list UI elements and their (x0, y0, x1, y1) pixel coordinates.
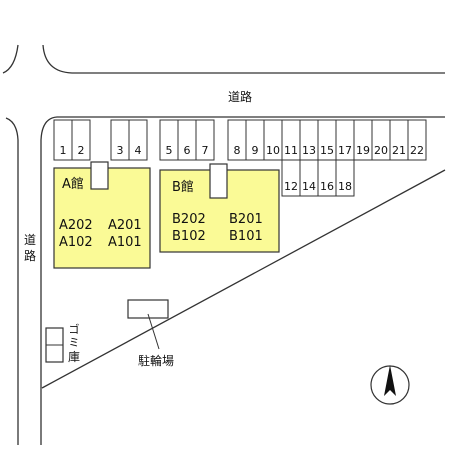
roads: 道路 道 路 (2, 44, 446, 445)
parking-space-4 (128, 119, 148, 161)
building-a-name: A館 (62, 177, 84, 192)
unit-b102: B102 (172, 229, 206, 244)
parking-space-label-15: 15 (320, 144, 334, 157)
parking-space-label-14: 14 (302, 180, 316, 193)
parking-space-label-3: 3 (117, 144, 124, 157)
unit-a102: A102 (59, 235, 93, 250)
north-arrow-icon (370, 365, 410, 405)
parking-space-label-19: 19 (356, 144, 370, 157)
unit-b202: B202 (172, 212, 206, 227)
unit-b101: B101 (229, 229, 263, 244)
parking-space-2 (71, 119, 91, 161)
parking-space-18 (335, 159, 355, 197)
building-b-stair (209, 163, 228, 199)
bicycle-parking-label: 駐輪場 (138, 353, 174, 368)
road-edge-west (5, 117, 19, 445)
parking-space-label-2: 2 (78, 144, 85, 157)
parking-space-label-16: 16 (320, 180, 334, 193)
garbage-label-2: ミ (69, 336, 80, 349)
bicycle-parking-area (127, 299, 169, 319)
building-a: A館 A202 A201 A102 A101 (53, 161, 151, 269)
parking-space-label-17: 17 (338, 144, 352, 157)
parking-space-label-4: 4 (135, 144, 142, 157)
parking-space-22 (407, 119, 427, 161)
parking-space-label-9: 9 (252, 144, 259, 157)
road-edge-north (42, 44, 445, 74)
bicycle-parking-leader (147, 313, 160, 350)
parking-space-label-6: 6 (184, 144, 191, 157)
west-road-label-1: 道 (24, 233, 36, 247)
parking-space-label-10: 10 (266, 144, 280, 157)
bicycle-parking: 駐輪場 (127, 299, 174, 368)
garbage-label-3: 庫 (68, 350, 80, 364)
parking-space-label-8: 8 (234, 144, 241, 157)
site-boundary (40, 116, 445, 445)
garbage-label-1: ゴ (69, 322, 80, 336)
garbage-storage: ゴ ミ 庫 (45, 322, 80, 364)
parking-space-7 (195, 119, 215, 161)
parking-space-label-7: 7 (202, 144, 209, 157)
unit-b201: B201 (229, 212, 263, 227)
parking-space-label-18: 18 (338, 180, 352, 193)
site-diagonal-boundary (41, 169, 446, 389)
parking-space-label-21: 21 (392, 144, 406, 157)
parking-space-label-22: 22 (410, 144, 424, 157)
parking-space-label-1: 1 (60, 144, 67, 157)
building-b-name: B館 (172, 180, 194, 195)
unit-a201: A201 (108, 218, 142, 233)
building-b: B館 B202 B201 B102 B101 (159, 163, 280, 253)
west-road-label-2: 路 (24, 248, 36, 263)
unit-a101: A101 (108, 235, 142, 250)
north-road-label: 道路 (228, 89, 252, 104)
unit-a202: A202 (59, 218, 93, 233)
road-edge-northwest (2, 44, 19, 74)
parking-space-label-11: 11 (284, 144, 298, 157)
parking-space-label-12: 12 (284, 180, 298, 193)
building-a-stair (90, 161, 109, 190)
parking-space-label-5: 5 (166, 144, 173, 157)
parking-space-label-13: 13 (302, 144, 316, 157)
parking-sub-row: 12 14 16 18 (281, 159, 355, 197)
parking-space-label-20: 20 (374, 144, 388, 157)
